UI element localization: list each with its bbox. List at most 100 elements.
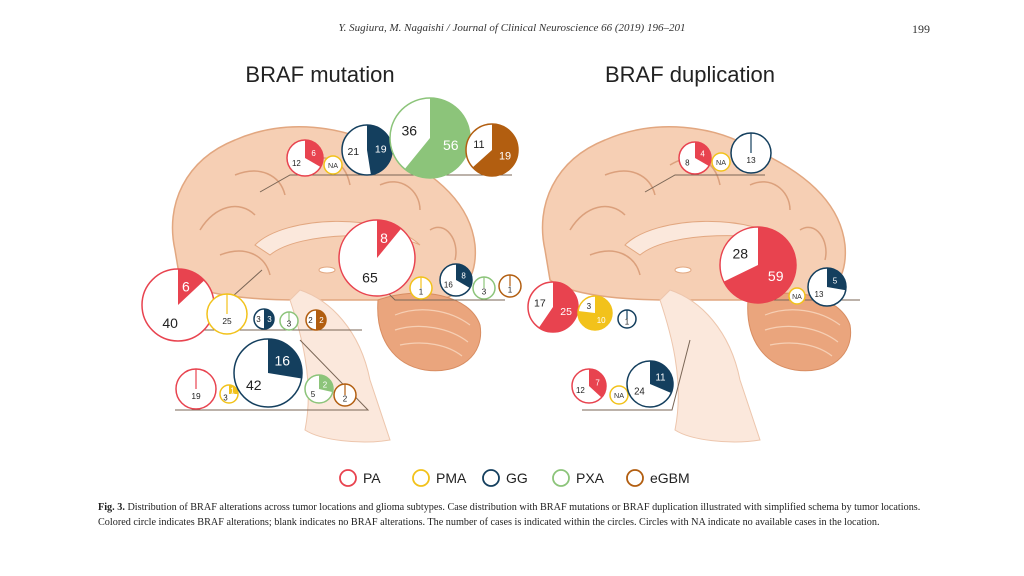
pie-slice <box>367 125 393 175</box>
pie-slice <box>723 227 796 304</box>
pie-slice <box>319 375 333 393</box>
slice-value: 56 <box>443 137 459 153</box>
cerebellum-folia-right <box>764 309 841 357</box>
blank-value: 13 <box>815 290 824 299</box>
blank-value: 1 <box>419 287 424 296</box>
brainstem-left <box>289 289 391 443</box>
pie-m17: 13 <box>219 384 239 404</box>
pie-outline <box>711 152 731 172</box>
ventricle-left <box>318 266 336 274</box>
cerebellum-left <box>377 292 482 372</box>
slice-value: 6 <box>311 149 316 158</box>
legend-swatch <box>412 469 430 487</box>
blank-value: 12 <box>292 159 301 168</box>
pie-slice <box>827 268 847 291</box>
slice-value: 19 <box>375 144 387 156</box>
blank-value: 16 <box>444 281 453 290</box>
legend-swatch <box>339 469 357 487</box>
pie-m7: 1 <box>409 276 433 300</box>
pie-slice <box>268 339 302 379</box>
blank-value: 24 <box>634 387 645 398</box>
legend-label: GG <box>506 470 528 486</box>
slice-value: 11 <box>656 373 666 384</box>
slice-value: 25 <box>560 306 572 318</box>
blank-value: 3 <box>287 320 292 329</box>
pie-d6: 5 13 <box>807 267 847 307</box>
legend-swatch <box>482 469 500 487</box>
figure-caption: Fig. 3. Distribution of BRAF alterations… <box>98 500 946 530</box>
pie-m11: 640 <box>141 268 215 342</box>
journal-citation: Y. Sugiura, M. Nagaishi / Journal of Cli… <box>338 22 686 34</box>
pie-d9: 1 <box>617 309 637 329</box>
pie-m12: 25 <box>206 293 248 335</box>
pie-d1: 48 <box>678 141 712 175</box>
pie-slice <box>456 264 473 288</box>
blank-value: 3 <box>223 394 228 403</box>
pie-slice <box>377 220 402 258</box>
blank-value: 12 <box>576 386 585 395</box>
blank-value: 42 <box>246 377 262 393</box>
pie-m4: 56 36 <box>389 97 471 179</box>
pie-slice <box>404 98 471 178</box>
blank-value: 36 <box>401 122 417 138</box>
slice-value: 19 <box>499 151 511 163</box>
legend-item-pa: PA <box>339 469 381 487</box>
panel-title-duplication: BRAF duplication <box>605 62 775 87</box>
pie-m1: 6 12 <box>286 139 324 177</box>
legend-label: eGBM <box>650 470 690 486</box>
pie-slice <box>264 309 274 329</box>
slice-value: 16 <box>274 353 290 369</box>
pie-d5: NA <box>788 287 806 305</box>
pie-outline <box>788 287 806 305</box>
pie-m14: 3 <box>279 311 299 331</box>
pie-slice <box>316 310 326 330</box>
blank-value: 3 <box>587 302 592 311</box>
pie-slice <box>589 369 607 398</box>
pie-slice <box>650 361 673 394</box>
legend-swatch <box>626 469 644 487</box>
pie-m19: 25 <box>304 374 334 404</box>
blank-value: 3 <box>256 315 261 324</box>
pie-m20: 2 <box>333 383 357 407</box>
caption-text: Distribution of BRAF alterations across … <box>98 502 921 528</box>
legend-label: PXA <box>576 470 605 486</box>
pie-m6: 865 <box>338 219 416 297</box>
blank-value: 1 <box>625 318 630 327</box>
pie-d11: NA <box>609 385 629 405</box>
gyri-right <box>569 157 827 276</box>
pie-d12: 11 24 <box>626 360 674 408</box>
blank-value: 5 <box>311 390 316 399</box>
cerebellum-folia-left <box>394 309 471 357</box>
blank-value: 28 <box>733 246 749 262</box>
legend-swatch <box>552 469 570 487</box>
slice-value: 1 <box>230 387 235 396</box>
page-header: Y. Sugiura, M. Nagaishi / Journal of Cli… <box>0 22 1024 42</box>
slice-value: 6 <box>182 279 190 295</box>
blank-value: 1 <box>508 285 513 294</box>
blank-value: 2 <box>308 316 313 325</box>
legend-item-pma: PMA <box>412 469 467 487</box>
slice-value: 4 <box>700 150 705 159</box>
pie-m9: 3 <box>472 276 496 300</box>
na-label: NA <box>328 161 338 170</box>
pie-d10: 712 <box>571 368 607 404</box>
blank-value: 13 <box>746 155 756 165</box>
slice-value: 2 <box>323 380 328 389</box>
ventricle-right <box>674 266 692 274</box>
slice-value: 5 <box>833 276 838 285</box>
blank-value: 8 <box>685 159 690 168</box>
pie-d2: NA <box>711 152 731 172</box>
pie-outline <box>609 385 629 405</box>
na-label: NA <box>716 158 726 167</box>
pie-slice <box>695 142 711 166</box>
pie-slice <box>305 140 323 167</box>
legend-label: PA <box>363 470 381 486</box>
slice-value: 8 <box>380 230 388 246</box>
pie-m13: 33 <box>253 308 275 330</box>
pie-m10: 1 <box>498 274 522 298</box>
